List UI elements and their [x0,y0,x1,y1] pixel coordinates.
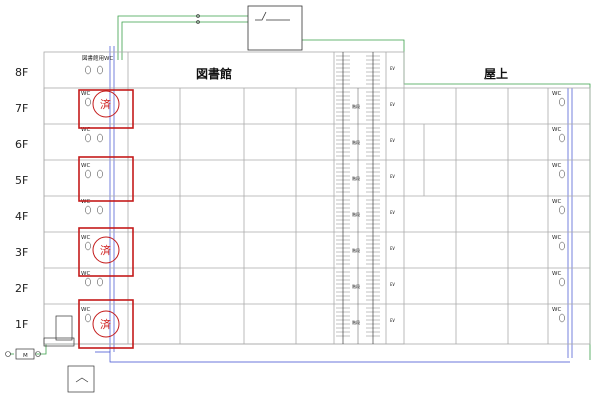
control-box-bottom [67,365,95,393]
toilet-icon [559,313,565,323]
floor-label-7f: 7F [15,102,28,115]
wc-label: WC [81,307,90,313]
highlight-box-5f [78,156,134,202]
done-stamp-3f: 済 [92,236,120,264]
control-panel [196,5,303,51]
wc-label: WC [81,235,90,241]
wc-label: WC [552,163,561,169]
ev-label: EV [390,138,395,143]
toilet-icon [97,133,103,143]
toilet-icon [97,65,103,75]
toilet-icon [559,133,565,143]
wc-labels-left: WC WC WC WC WC WC WC [81,91,90,313]
highlight-box-3f [78,227,134,277]
floor-label-3f: 3F [15,246,28,259]
wc-label: WC [81,163,90,169]
wc-label: WC [81,127,90,133]
toilet-icon [559,241,565,251]
building-frame [43,51,591,345]
pump-unit [43,315,75,347]
done-stamp-7f: 済 [92,90,120,118]
toilet-icon [97,169,103,179]
toilet-icon [97,205,103,215]
floor-label-4f: 4F [15,210,28,223]
toilet-icon [85,133,91,143]
toilet-icon [85,277,91,287]
floor-label-5f: 5F [15,174,28,187]
library-wc-label: 図書館用WC [82,54,113,62]
stair-label: 階段 [352,319,360,325]
svg-text:済: 済 [100,243,111,257]
meter-label: M [23,353,28,359]
ev-label: EV [390,282,395,287]
floor-label-8f: 8F [15,66,28,79]
rooftop-header: 屋上 [484,66,508,81]
wc-label: WC [552,235,561,241]
stairs [336,52,380,344]
stair-label: 階段 [352,175,360,181]
toilet-icon [85,313,91,323]
wc-label: WC [552,271,561,277]
wc-label: WC [81,199,90,205]
blue-pipe-network [95,46,573,363]
wc-label: WC [552,307,561,313]
ev-labels: EV EV EV EV EV EV EV EV [390,66,395,323]
ev-label: EV [390,174,395,179]
ev-label: EV [390,210,395,215]
toilet-icon [559,277,565,287]
stair-label: 階段 [352,211,360,217]
highlight-boxes [78,89,134,349]
wc-label: WC [81,271,90,277]
floor-label-6f: 6F [15,138,28,151]
toilet-icon [559,205,565,215]
wc-labels-right: WC WC WC WC WC WC WC [552,91,561,313]
floor-label-1f: 1F [15,318,28,331]
toilet-icon [559,169,565,179]
ev-label: EV [390,102,395,107]
toilet-icon [85,97,91,107]
toilet-icon [85,169,91,179]
toilet-icon [85,205,91,215]
stair-label: 階段 [352,247,360,253]
done-stamps: 済 済 済 [92,90,120,338]
stair-labels: 階段 階段 階段 階段 階段 階段 階段 [352,103,360,325]
wc-label: WC [81,91,90,97]
done-stamp-1f: 済 [92,310,120,338]
water-meter: M [5,348,41,360]
stair-label: 階段 [352,283,360,289]
wc-label: WC [552,199,561,205]
stair-label: 階段 [352,139,360,145]
highlight-box-1f [78,299,134,349]
floor-label-2f: 2F [15,282,28,295]
svg-text:済: 済 [100,97,111,111]
wc-label: WC [552,91,561,97]
svg-text:済: 済 [100,317,111,331]
toilet-icon [97,277,103,287]
toilet-icon [559,97,565,107]
library-header: 図書館 [196,66,232,81]
ev-label: EV [390,66,395,71]
fixture-symbols [85,65,565,323]
stair-label: 階段 [352,103,360,109]
toilet-icon [85,65,91,75]
wc-label: WC [552,127,561,133]
ev-label: EV [390,318,395,323]
highlight-box-7f [78,89,134,129]
ev-label: EV [390,246,395,251]
toilet-icon [85,241,91,251]
floor-labels: 8F 7F 6F 5F 4F 3F 2F 1F [15,66,28,331]
